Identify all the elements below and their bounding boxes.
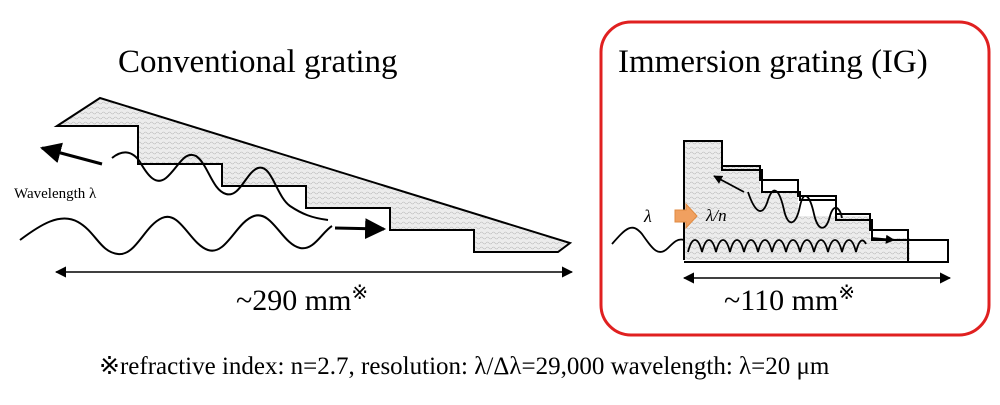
immersion-dimension-value: ~110 mm <box>724 284 839 317</box>
lambda-over-n-label: λ/n <box>706 206 727 225</box>
conventional-dimension-value: ~290 mm <box>236 284 352 317</box>
internal-forward-arrow <box>871 234 895 244</box>
internal-diffracted-wave <box>747 189 843 229</box>
diffracted-wave <box>111 151 329 221</box>
diffracted-ray-arrow <box>39 142 103 166</box>
incident-wave <box>19 214 333 256</box>
reference-mark: ※ <box>351 282 369 304</box>
conventional-dimension-label: ~290 mm※ <box>236 282 369 318</box>
reference-mark: ※ <box>838 282 856 304</box>
footnote: ※refractive index: n=2.7, resolution: λ/… <box>99 353 830 380</box>
lambda-label: λ <box>644 206 652 226</box>
input-arrow <box>674 202 698 230</box>
internal-diffracted-arrow <box>713 175 745 193</box>
immersion-dimension-label: ~110 mm※ <box>724 282 856 318</box>
immersion-grating-title: Immersion grating (IG) <box>618 44 928 80</box>
immersion-grating-outline <box>683 140 949 263</box>
incident-ray-arrow <box>334 218 387 240</box>
conventional-grating-title: Conventional grating <box>118 44 398 80</box>
external-wave <box>611 226 685 253</box>
internal-incident-wave <box>687 239 867 253</box>
conventional-grating-shape <box>53 96 573 253</box>
immersion-highlight-box <box>599 20 991 337</box>
wavelength-label: Wavelength λ <box>14 186 97 202</box>
